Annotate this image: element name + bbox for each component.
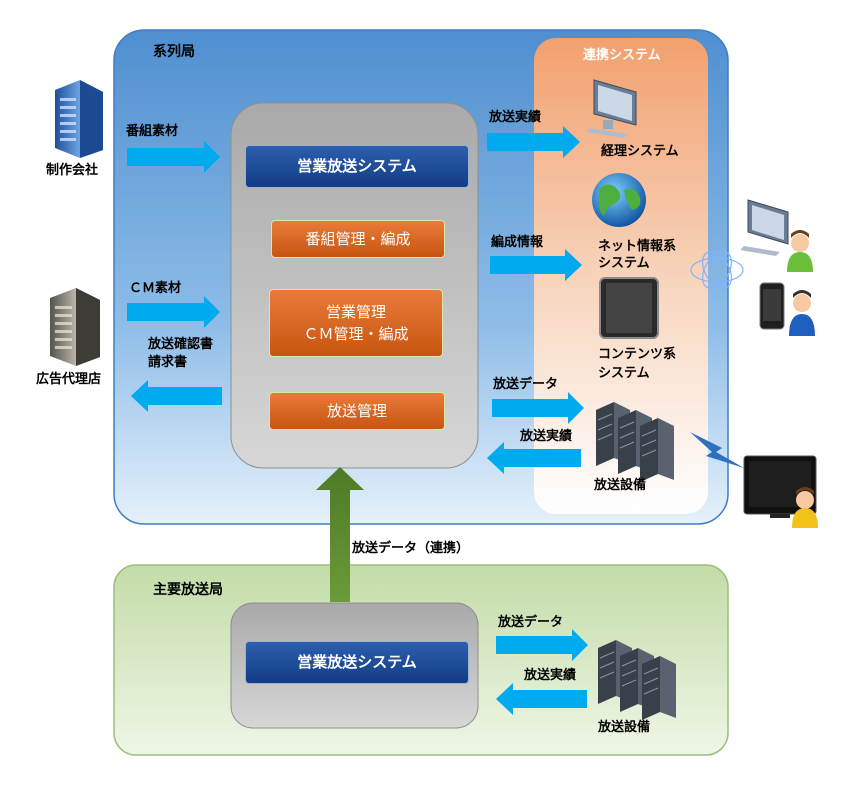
lightning-icon [690, 432, 744, 468]
jisseki-top-label: 放送実績 [520, 429, 573, 444]
data-bottom-arrow [496, 629, 588, 661]
eigyo-system-bottom: 営業放送システム [245, 641, 469, 684]
renkei-data-label: 放送データ（連携） [352, 541, 470, 556]
contents-system-label-line1: コンテンツ系 [598, 347, 677, 362]
eigyo-system-top: 営業放送システム [245, 145, 469, 188]
server-icon-top [596, 402, 674, 482]
globe-icon [592, 173, 646, 227]
jisseki-top-arrow [487, 442, 581, 474]
eigyo-cm-module: 営業管理 ＣＭ管理・編成 [269, 289, 443, 357]
data-top-arrow [492, 392, 584, 424]
bangumi-module: 番組管理・編成 [271, 220, 445, 258]
bangumi-sozai-arrow [127, 141, 220, 173]
eigyo-module-line2: ＣＭ管理・編成 [303, 325, 409, 343]
network-icon [690, 251, 744, 289]
contents-system-label-line2: システム [598, 366, 650, 381]
renkei-group-panel [534, 38, 708, 514]
net-system-label-line2: システム [598, 256, 650, 271]
pc-user-icon [740, 199, 813, 272]
data-top-label: 放送データ [493, 377, 559, 392]
keiretsu-group-label: 系列局 [153, 44, 195, 60]
confirm-label-line2: 請求書 [148, 355, 188, 370]
hoso-module: 放送管理 [269, 392, 445, 430]
server-icon-bottom [598, 640, 676, 720]
agency-building-icon [50, 288, 100, 366]
production-building-icon [55, 80, 103, 158]
setsubi-top-label: 放送設備 [594, 478, 647, 493]
agency-label: 広告代理店 [36, 372, 102, 387]
confirm-label-line1: 放送確認書 [148, 337, 214, 352]
data-bottom-label: 放送データ [498, 615, 564, 630]
tv-user-icon [743, 455, 818, 528]
eigyo-system-panel-top [230, 102, 479, 469]
hensei-arrow [490, 249, 582, 281]
monitor-icon [586, 79, 637, 138]
shuyo-group-label: 主要放送局 [153, 582, 223, 598]
hensei-label: 編成情報 [491, 235, 544, 250]
cm-sozai-arrow [127, 296, 220, 328]
setsubi-bottom-label: 放送設備 [598, 720, 651, 735]
renkei-data-arrow [316, 467, 364, 602]
renkei-group-label: 連携システム [583, 48, 661, 63]
jisseki-bottom-arrow [496, 683, 587, 715]
tablet-icon [599, 277, 659, 339]
jisseki-bottom-label: 放送実績 [524, 668, 577, 683]
production-company-label: 制作会社 [46, 163, 99, 178]
mobile-user-icon [759, 282, 815, 336]
net-system-label-line1: ネット情報系 [598, 239, 677, 254]
jisseki-out-label: 放送実績 [489, 110, 542, 125]
eigyo-module-line1: 営業管理 [325, 303, 386, 321]
jisseki-out-arrow [487, 126, 580, 158]
cm-sozai-label: ＣＭ素材 [129, 281, 182, 296]
bangumi-sozai-label: 番組素材 [126, 124, 179, 139]
confirm-arrow [131, 380, 222, 412]
keiri-system-label: 経理システム [601, 144, 679, 159]
